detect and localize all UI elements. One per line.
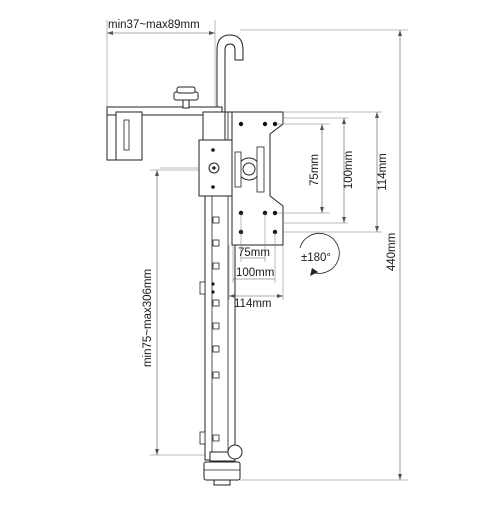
rotation-indicator: ±180° — [299, 232, 340, 276]
vesa-v-100-label: 100mm — [343, 151, 355, 189]
vesa-plate — [231, 111, 284, 246]
total-height-label: 440mm — [386, 233, 398, 271]
table-clamp — [106, 34, 244, 161]
base-knob — [203, 444, 243, 486]
rotation-label: ±180° — [301, 252, 331, 264]
vesa-horizontal-dimensions: 75mm 100mm 114mm — [228, 213, 284, 310]
vesa-v-75-label: 75mm — [309, 154, 321, 186]
clamp-knob — [173, 86, 199, 109]
vesa-h-100-label: 100mm — [236, 267, 274, 279]
height-range-dimension: min75~max306mm — [142, 169, 205, 456]
tilt-joint — [160, 111, 233, 197]
vesa-h-75-label: 75mm — [238, 247, 270, 259]
vesa-h-114-label: 114mm — [234, 298, 272, 310]
vesa-vertical-dimensions: 75mm 100mm 114mm — [277, 111, 389, 233]
clamp-range-dimension: min37~max89mm — [106, 19, 216, 112]
height-range-label: min75~max306mm — [142, 269, 154, 367]
vesa-v-114-label: 114mm — [377, 153, 389, 191]
clamp-range-label: min37~max89mm — [108, 19, 200, 31]
total-height-dimension: 440mm — [240, 29, 408, 481]
